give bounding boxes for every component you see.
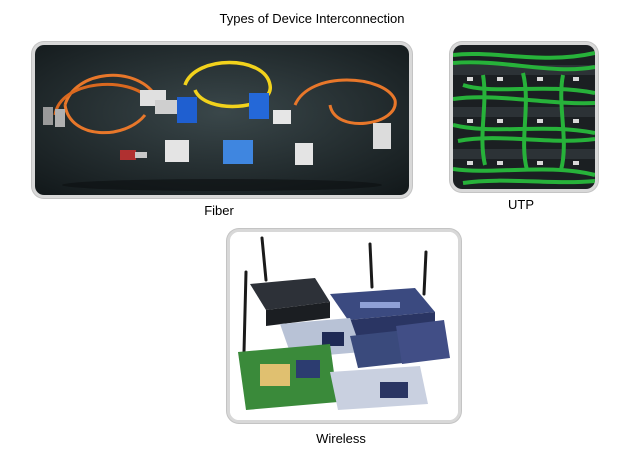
wireless-caption: Wireless xyxy=(316,431,366,446)
utp-caption: UTP xyxy=(508,197,534,212)
diagram-title: Types of Device Interconnection xyxy=(219,11,405,26)
fiber-optic-cables-illustration xyxy=(35,45,409,195)
wireless-devices-illustration xyxy=(230,232,458,420)
fiber-image xyxy=(32,42,412,198)
wireless-image xyxy=(227,229,461,423)
fiber-caption: Fiber xyxy=(204,203,234,218)
utp-image xyxy=(450,42,598,192)
utp-patch-panel-illustration xyxy=(453,45,595,189)
